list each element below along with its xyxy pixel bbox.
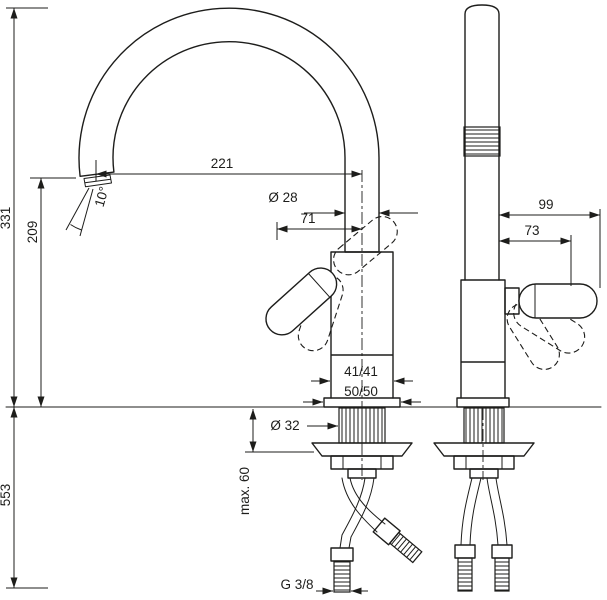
mounting-hardware <box>433 407 535 479</box>
dim-331-label: 331 <box>0 207 13 230</box>
dimension-73: 73 <box>499 223 572 286</box>
dimension-50-50: 50/50 <box>303 384 421 406</box>
faucet-body <box>456 279 510 408</box>
spout-arc <box>78 7 380 253</box>
handle-hub <box>504 287 520 315</box>
threaded-shank <box>338 407 386 444</box>
dimension-331: 331 <box>0 7 48 407</box>
hose-adapter <box>469 468 499 479</box>
dim-41-41-label: 41/41 <box>344 364 378 379</box>
dimension-71: 71 <box>276 211 362 240</box>
dim-209-label: 209 <box>25 221 40 244</box>
hose-connector-vertical <box>491 544 513 592</box>
front-view: 99 73 <box>433 4 601 592</box>
mounting-flange <box>433 442 535 457</box>
supply-hoses <box>454 477 513 592</box>
dimension-max60: max. 60 <box>237 409 314 515</box>
dim-553-label: 553 <box>0 484 13 507</box>
dimension-553: 553 <box>0 407 48 589</box>
hose-connector-vertical <box>454 544 476 592</box>
dim-221-label: 221 <box>211 156 234 171</box>
dimension-dia28: Ø 28 <box>268 190 418 217</box>
dim-71-label: 71 <box>300 211 315 226</box>
spout-column <box>464 4 500 281</box>
supply-hose <box>495 477 508 546</box>
mounting-hardware <box>311 407 413 479</box>
supply-hose <box>349 477 386 525</box>
mounting-nut <box>453 455 515 470</box>
supply-hose <box>469 477 482 546</box>
dimension-209: 209 <box>25 177 76 407</box>
hose-adapter <box>347 468 377 479</box>
dim-99-label: 99 <box>538 197 553 212</box>
dimension-dia32: Ø 32 <box>270 418 338 433</box>
hose-connector-angled <box>372 517 423 564</box>
dimension-g38: G 3/8 <box>280 577 368 595</box>
handle-lever <box>504 283 598 319</box>
dim-73-label: 73 <box>524 223 539 238</box>
faucet-body <box>323 251 401 408</box>
dim-dia28-label: Ø 28 <box>268 190 297 205</box>
handle-lever <box>265 267 338 336</box>
supply-hose <box>460 477 473 546</box>
dimension-99: 99 <box>499 197 601 288</box>
side-view: 10° <box>0 7 423 595</box>
spray-angle: 10° <box>65 185 112 237</box>
dim-g38-label: G 3/8 <box>280 577 313 592</box>
dim-max60-label: max. 60 <box>237 467 252 515</box>
dimension-41-41: 41/41 <box>311 364 413 385</box>
dimension-221: 221 <box>95 156 362 181</box>
supply-hose <box>339 477 366 549</box>
spout-outlet-grille <box>463 126 501 157</box>
supply-hose <box>486 477 499 546</box>
handle-lever-alt-up <box>333 215 398 276</box>
dim-50-50-label: 50/50 <box>344 384 378 399</box>
dim-dia32-label: Ø 32 <box>270 418 299 433</box>
threaded-shank <box>463 407 505 444</box>
supply-hose <box>348 477 375 549</box>
supply-hose <box>341 477 378 533</box>
mounting-flange <box>311 442 413 457</box>
hose-connector-vertical <box>330 547 354 593</box>
handle-lever-alt-down2 <box>506 303 560 370</box>
base-plinth <box>456 397 510 408</box>
supply-hoses <box>330 477 423 593</box>
base-plinth <box>323 397 401 408</box>
dim-10deg-label: 10° <box>92 185 112 209</box>
